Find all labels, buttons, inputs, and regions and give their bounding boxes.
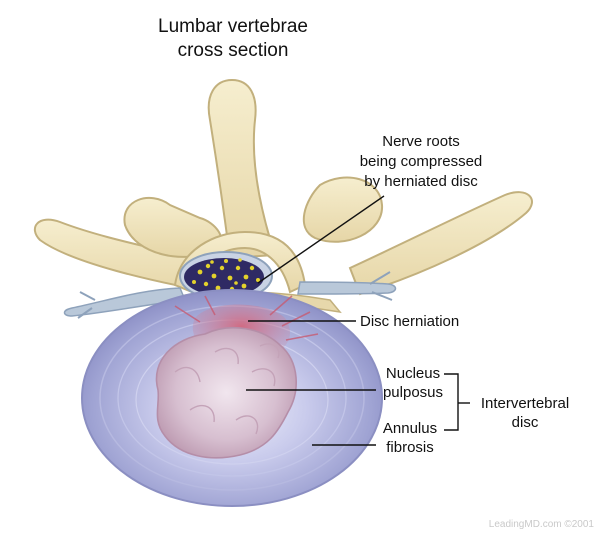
nerve-roots bbox=[63, 271, 397, 319]
nerve-fibers bbox=[192, 258, 260, 292]
leader-nerve-roots bbox=[257, 195, 385, 284]
nucleus-pulposus bbox=[155, 326, 297, 459]
label-nucleus-1: Nucleus bbox=[386, 365, 440, 382]
disc-bracket bbox=[444, 373, 459, 431]
label-nerve-roots-1: Nerve roots bbox=[382, 133, 460, 150]
label-nerve-roots-2: being compressed bbox=[360, 153, 483, 170]
label-nucleus-2: pulposus bbox=[383, 384, 443, 401]
credit-watermark: LeadingMD.com ©2001 bbox=[489, 519, 595, 530]
label-disc-herniation: Disc herniation bbox=[360, 313, 459, 330]
leader-lines bbox=[246, 195, 470, 446]
vertebra-bone bbox=[33, 78, 533, 314]
label-nerve-roots-3: by herniated disc bbox=[364, 173, 478, 190]
label-annulus-2: fibrosis bbox=[386, 439, 434, 456]
title-line-2: cross section bbox=[178, 40, 289, 61]
label-intervertebral-1: Intervertebral bbox=[481, 395, 569, 412]
title-line-1: Lumbar vertebrae bbox=[158, 16, 308, 37]
spinal-canal bbox=[179, 251, 273, 301]
label-annulus-1: Annulus bbox=[383, 420, 437, 437]
label-intervertebral-2: disc bbox=[512, 414, 539, 431]
